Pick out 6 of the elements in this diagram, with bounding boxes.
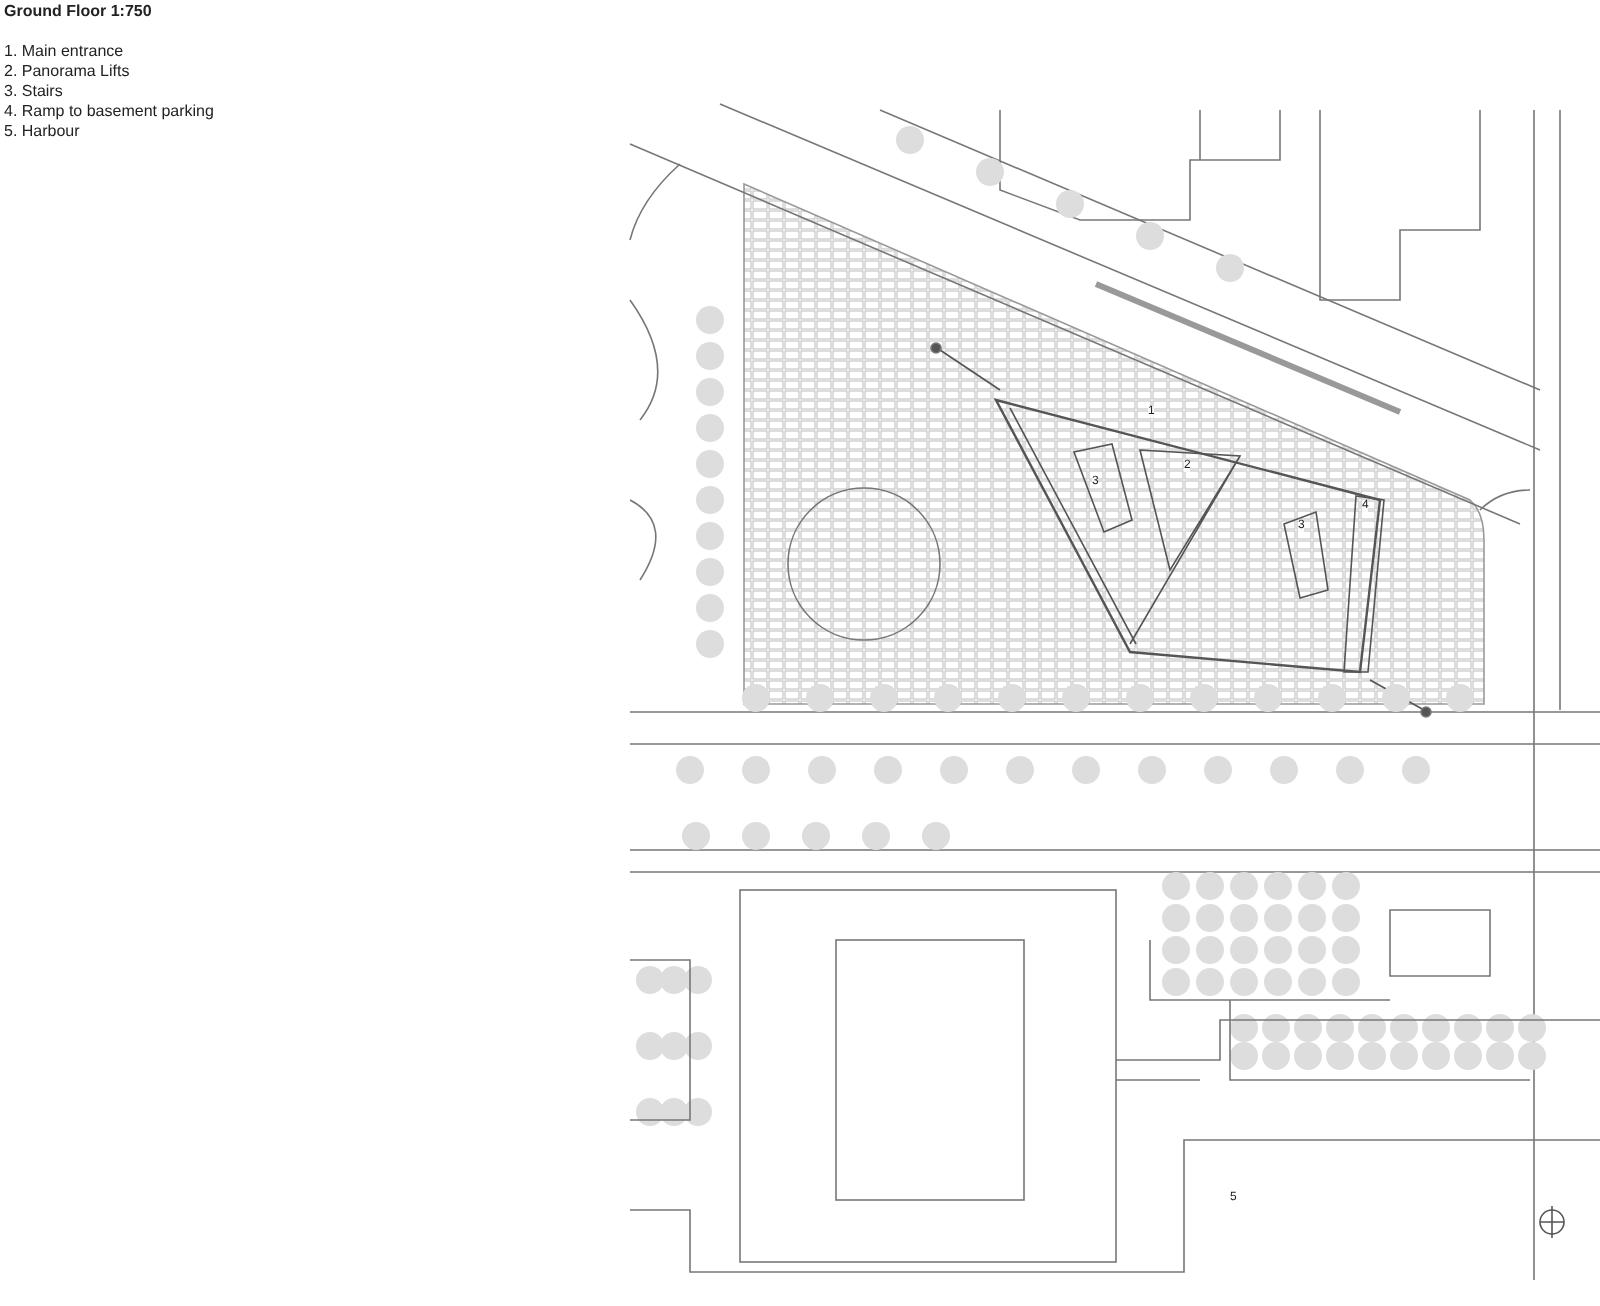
key-list-item: 3. Stairs	[4, 82, 63, 100]
drawing-title: Ground Floor 1:750	[4, 2, 152, 20]
key-list-item: 4. Ramp to basement parking	[4, 102, 214, 120]
key-list-item: 1. Main entrance	[4, 42, 124, 60]
key-list-item: 5. Harbour	[4, 122, 80, 140]
key-list-item: 2. Panorama Lifts	[4, 62, 130, 80]
